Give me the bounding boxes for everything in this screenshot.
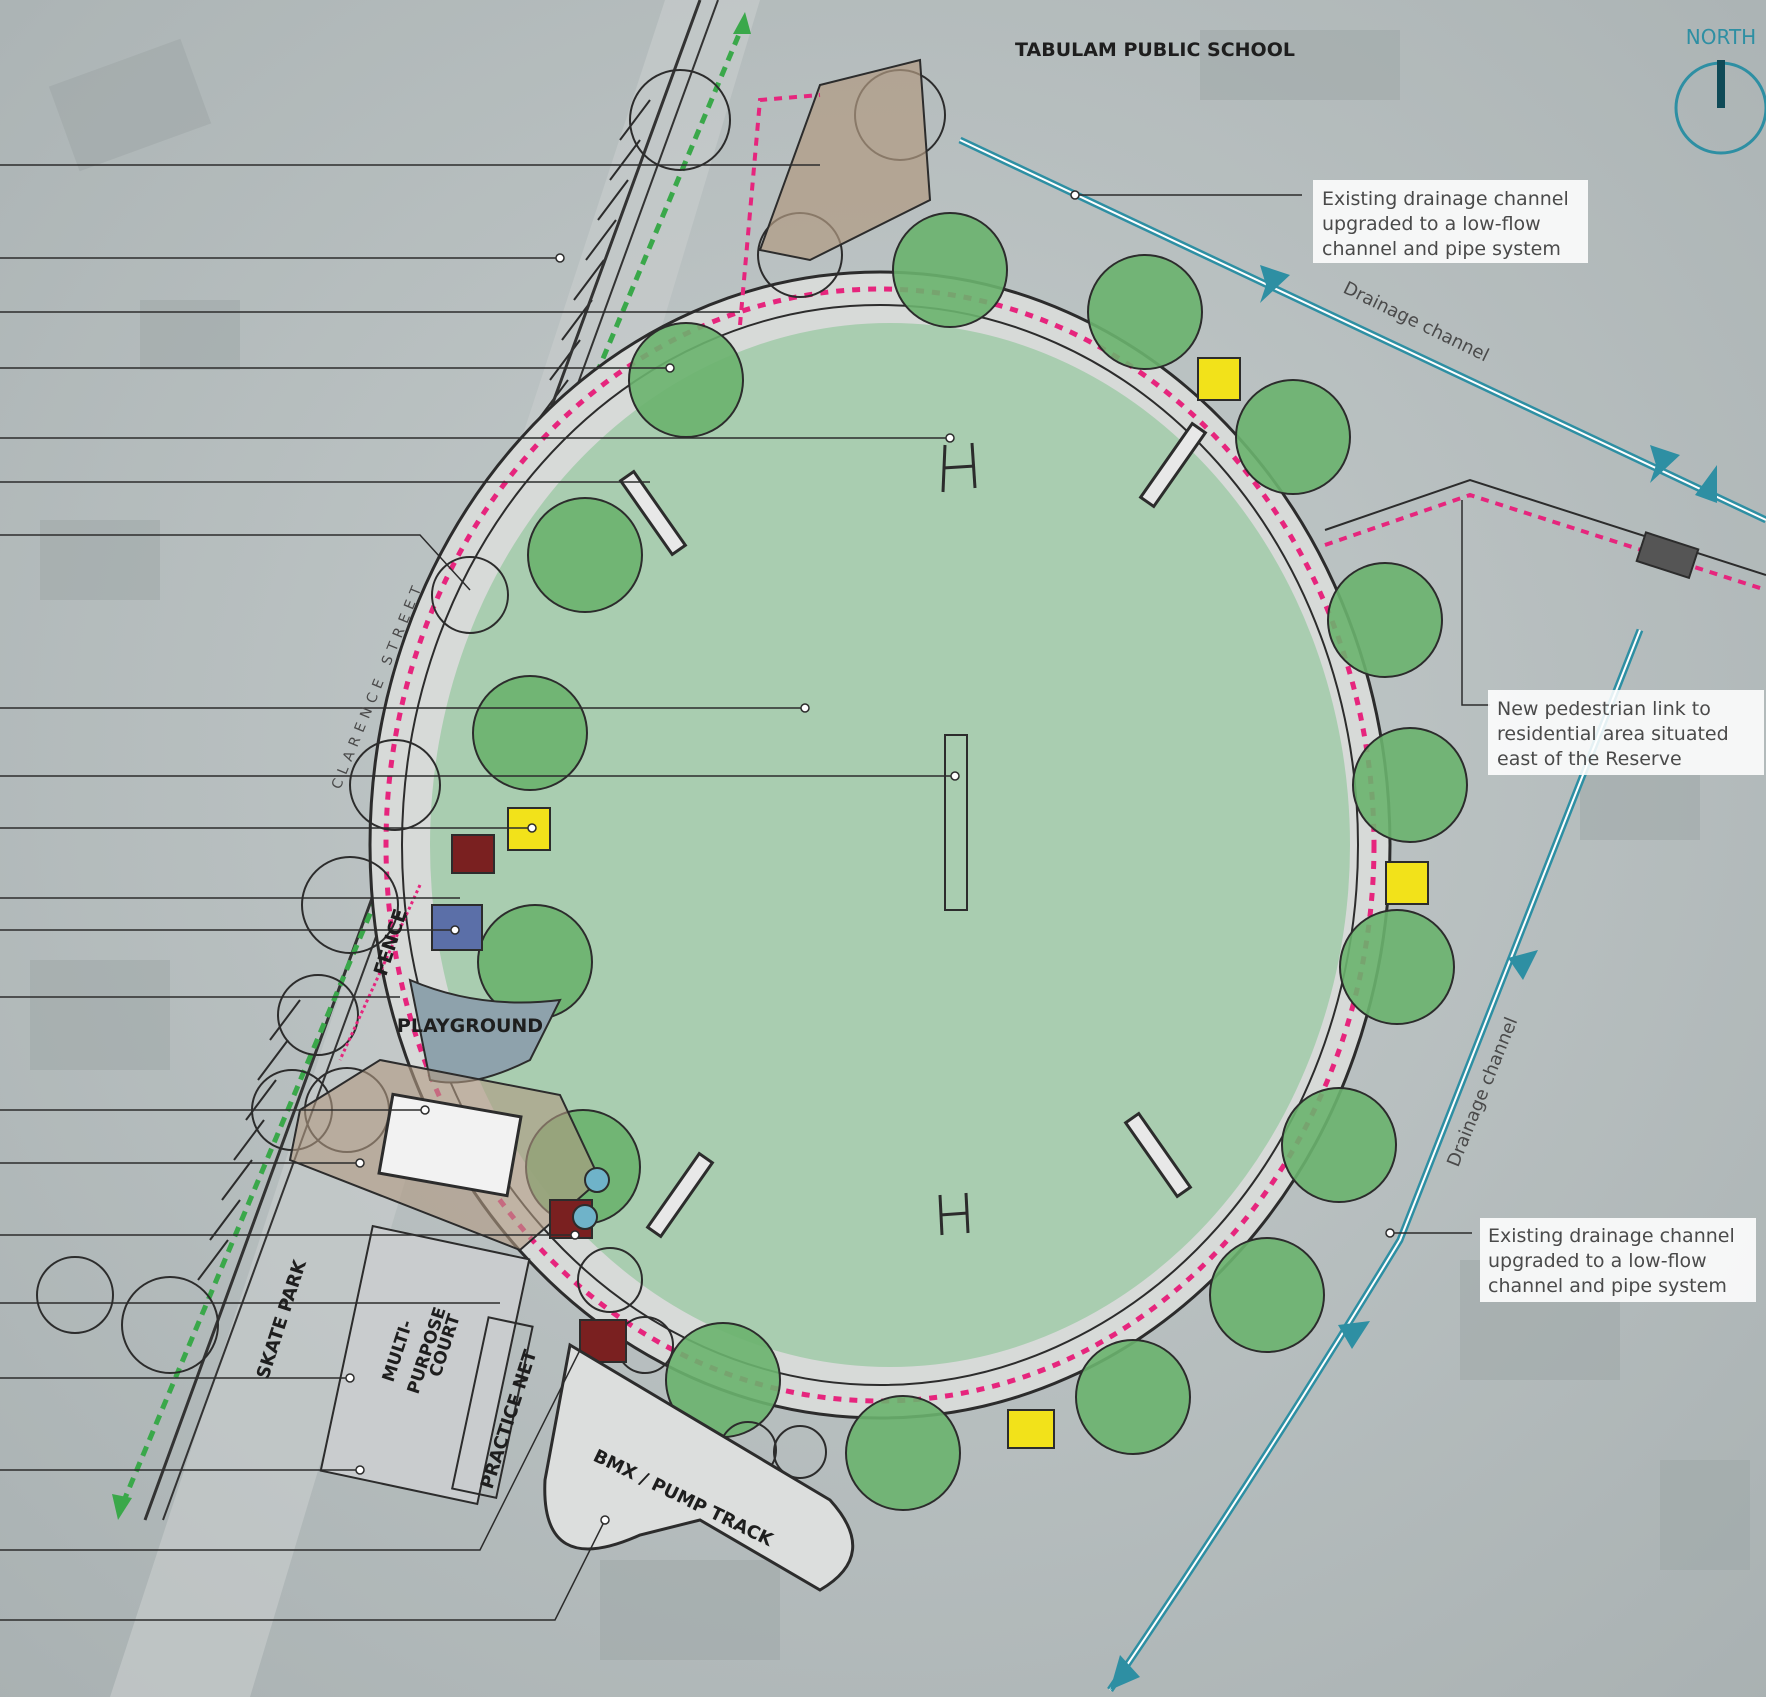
- green-path-arrow-bottom: [112, 1494, 132, 1520]
- drainage-channel-north-center: [959, 139, 1766, 521]
- practice-net: [450, 1316, 534, 1500]
- multi-purpose-court: [319, 1224, 531, 1506]
- pink-path-north: [738, 93, 821, 326]
- entry-plaza: [758, 58, 932, 262]
- sports-oval: [430, 323, 1350, 1367]
- footbridge: [1635, 531, 1700, 580]
- fence-line: [338, 884, 422, 1061]
- pink-walking-loop: [383, 286, 1377, 1404]
- note-pedestrian-link: New pedestrian link to residential area …: [1488, 690, 1764, 775]
- note-pedestrian-link-line1: New pedestrian link to: [1497, 698, 1711, 720]
- drainage-channel-south-center: [1109, 629, 1641, 1691]
- green-path-arrow-top: [733, 12, 751, 34]
- bins: [507, 357, 1429, 1449]
- shelter-bmx: [579, 1319, 627, 1363]
- note-drainage-bottom: Existing drainage channel upgraded to a …: [1480, 1218, 1756, 1302]
- school-label: TABULAM PUBLIC SCHOOL: [1015, 39, 1295, 61]
- drainage-flow-arrows: [1110, 265, 1717, 1690]
- team-benches: [618, 421, 1208, 1239]
- amenities-building: [377, 1092, 523, 1198]
- note-drainage-top-line3: channel and pipe system: [1322, 238, 1561, 260]
- bbq-area: [431, 904, 483, 951]
- note-drainage-bottom-line2: upgraded to a low-flow: [1488, 1250, 1707, 1272]
- water-tank: [584, 1167, 610, 1193]
- leader-dots: [345, 190, 1395, 1525]
- note-pedestrian-link-line3: east of the Reserve: [1497, 748, 1682, 770]
- note-drainage-bottom-line1: Existing drainage channel: [1488, 1225, 1735, 1247]
- north-arrow: NORTH: [1674, 25, 1766, 155]
- playground-label: PLAYGROUND: [397, 1015, 543, 1037]
- bmx-pump-track: [543, 1342, 855, 1592]
- shelter-west: [451, 834, 495, 874]
- note-drainage-top-line1: Existing drainage channel: [1322, 188, 1569, 210]
- note-pedestrian-link-line2: residential area situated: [1497, 723, 1729, 745]
- goal-posts-north: [941, 442, 977, 493]
- note-drainage-top-line2: upgraded to a low-flow: [1322, 213, 1541, 235]
- ring-path-inner: [401, 304, 1359, 1386]
- cricket-pitch: [944, 734, 968, 911]
- goal-posts-south: [938, 1192, 970, 1236]
- note-drainage-top: Existing drainage channel upgraded to a …: [1313, 180, 1588, 263]
- note-drainage-bottom-line3: channel and pipe system: [1488, 1275, 1727, 1297]
- north-label: NORTH: [1686, 25, 1756, 49]
- leader-lines: [0, 164, 1490, 1621]
- water-tank: [572, 1204, 598, 1230]
